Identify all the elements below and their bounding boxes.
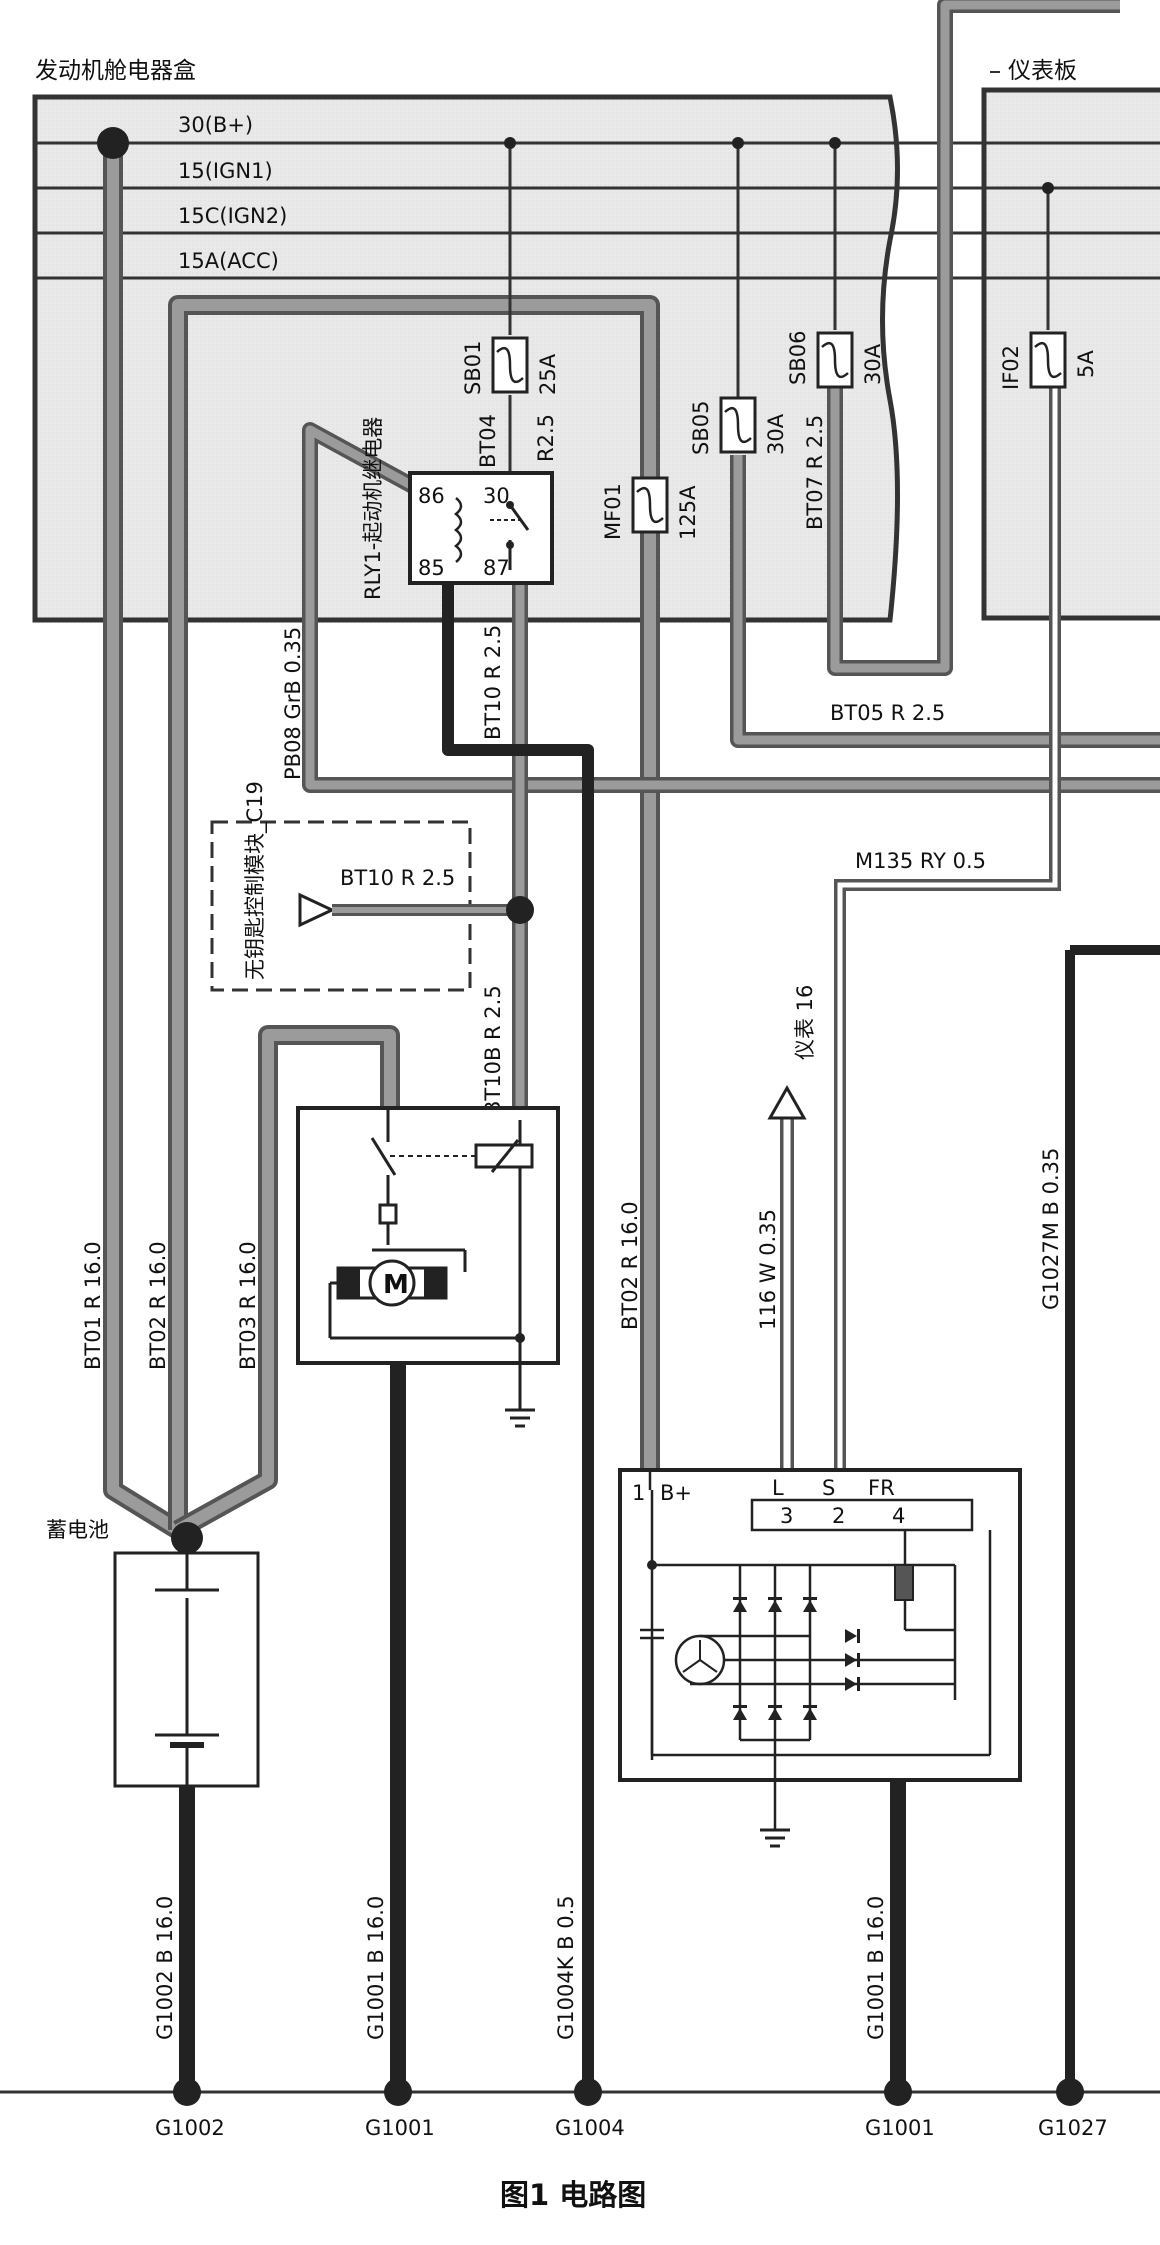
label-bt02-left: BT02 R 16.0 <box>146 1241 170 1370</box>
label-w116: 116 W 0.35 <box>756 1209 780 1330</box>
label-bt07: BT07 R 2.5 <box>803 415 827 530</box>
ground-g1004: G1004 <box>555 2116 625 2140</box>
battery <box>113 1522 260 1788</box>
battery-label: 蓄电池 <box>46 1518 109 1542</box>
label-g1002: G1002 B 16.0 <box>153 1896 177 2040</box>
ground-g1001-right: G1001 <box>865 2116 935 2140</box>
alt-pin1: 1 <box>632 1481 645 1505</box>
label-bt04: BT04 <box>476 414 500 468</box>
fuse-sb06-name: SB06 <box>786 331 810 385</box>
label-r25: R2.5 <box>534 414 558 462</box>
fuse-sb06 <box>816 331 854 389</box>
fuse-sb01 <box>491 336 529 394</box>
label-bt10-vertical: BT10 R 2.5 <box>481 625 505 740</box>
alt-l: L <box>772 1476 784 1500</box>
fuse-sb05-rating: 30A <box>764 413 788 455</box>
meter-arrow <box>767 1084 807 1120</box>
alternator <box>618 1468 1022 1848</box>
bus-junctions <box>97 127 1054 194</box>
fuse-sb05 <box>719 396 757 454</box>
label-bt10b: BT10B R 2.5 <box>481 985 505 1115</box>
alt-p4: 4 <box>892 1504 905 1528</box>
label-bt10-horizontal: BT10 R 2.5 <box>340 866 455 890</box>
label-g1004k: G1004K B 0.5 <box>554 1895 578 2040</box>
figure-caption: 图1 电路图 <box>500 2178 646 2212</box>
engine-bay-box <box>32 94 900 623</box>
keyless-module-name: 无钥匙控制模块_C19 <box>243 781 268 980</box>
fuse-sb01-rating: 25A <box>536 353 560 395</box>
label-bt01: BT01 R 16.0 <box>81 1241 105 1370</box>
power-bus <box>35 141 1160 280</box>
fuse-sb01-name: SB01 <box>461 341 485 395</box>
fuse-drops <box>508 143 1050 490</box>
label-bt02-right: BT02 R 16.0 <box>618 1201 642 1330</box>
label-bt05: BT05 R 2.5 <box>830 701 945 725</box>
m135-wire <box>834 360 1061 1470</box>
alt-p2: 2 <box>832 1504 845 1528</box>
bus-label-30: 30(B+) <box>178 113 253 137</box>
relay-pin-86: 86 <box>418 484 445 508</box>
ground-g1027: G1027 <box>1038 2116 1108 2140</box>
instrument-panel-box <box>981 87 1160 621</box>
label-g1027m: G1027M B 0.35 <box>1039 1148 1063 1310</box>
fuse-if02 <box>1029 331 1067 389</box>
bus-label-15: 15(IGN1) <box>178 159 273 183</box>
fuse-mf01-rating: 125A <box>676 485 700 540</box>
relay-pin-85: 85 <box>418 556 445 580</box>
ground-g1002: G1002 <box>155 2116 225 2140</box>
alt-fr: FR <box>868 1476 895 1500</box>
relay-pin-30: 30 <box>483 484 510 508</box>
bus-label-15a: 15A(ACC) <box>178 249 279 273</box>
keyless-module <box>210 820 534 992</box>
relay-pin-87: 87 <box>483 556 510 580</box>
bus-label-15c: 15C(IGN2) <box>178 204 287 228</box>
starter-motor <box>296 1106 560 1428</box>
fuse-sb06-rating: 30A <box>861 343 885 385</box>
label-bt03: BT03 R 16.0 <box>236 1241 260 1370</box>
main-cables <box>103 0 1160 1539</box>
ground-g1001-left: G1001 <box>365 2116 435 2140</box>
label-g1001-right: G1001 B 16.0 <box>864 1896 888 2040</box>
alt-s: S <box>822 1476 835 1500</box>
instrument-panel-title: 仪表板 <box>1008 58 1077 84</box>
alt-p3: 3 <box>780 1504 793 1528</box>
fuse-sb05-name: SB05 <box>689 401 713 455</box>
engine-bay-title: 发动机舱电器盒 <box>35 58 196 84</box>
label-pb08: PB08 GrB 0.35 <box>281 627 305 780</box>
relay-name: RLY1-起动机继电器 <box>361 417 385 600</box>
fuse-mf01-name: MF01 <box>601 483 625 540</box>
label-m135: M135 RY 0.5 <box>855 849 986 873</box>
motor-symbol: M <box>383 1270 409 1300</box>
label-g1001-left: G1001 B 16.0 <box>364 1896 388 2040</box>
meter-arrow-label: 仪表 16 <box>793 985 817 1060</box>
alt-pin1-label: B+ <box>660 1481 692 1505</box>
black-cables <box>179 570 1160 2090</box>
ground-bar <box>0 2078 1160 2106</box>
fuse-if02-name: IF02 <box>999 345 1023 390</box>
starter-relay <box>408 471 554 585</box>
fuse-if02-rating: 5A <box>1074 350 1098 378</box>
fuse-mf01 <box>631 476 669 534</box>
